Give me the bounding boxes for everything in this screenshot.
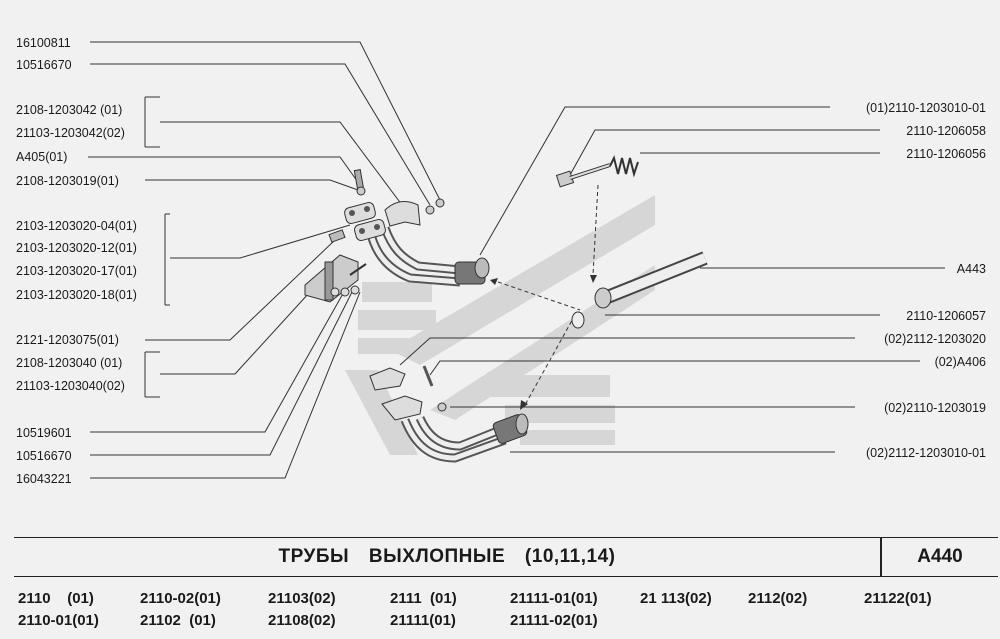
part-label: 2121-1203075(01)	[16, 333, 119, 347]
part-label: 21103-1203040(02)	[16, 379, 125, 393]
model-item: 2110-01(01)	[18, 612, 99, 629]
front-pipe-01	[344, 202, 490, 287]
title-bar: ТРУБЫ ВЫХЛОПНЫЕ (10,11,14) A440	[14, 537, 998, 577]
bracket	[304, 254, 367, 303]
part-label: 2110-1206057	[906, 309, 986, 323]
model-item: 2110-02(01)	[140, 590, 221, 607]
front-pipe-02	[369, 365, 529, 463]
title-divider	[880, 538, 882, 576]
model-item: 21111-01(01)	[510, 590, 598, 607]
model-item: 21102 (01)	[140, 612, 216, 629]
part-label: 16043221	[16, 472, 72, 486]
model-item: 21111(01)	[390, 612, 456, 629]
part-label: 2103-1203020-18(01)	[16, 288, 137, 302]
part-label: 2108-1203019(01)	[16, 174, 119, 188]
part-label: (02)2112-1203020	[884, 332, 986, 346]
model-item: 2110 (01)	[18, 590, 94, 607]
clamp-and-fasteners	[328, 169, 445, 243]
part-label: 10516670	[16, 58, 72, 72]
part-label: 10519601	[16, 426, 72, 440]
part-label: 2103-1203020-17(01)	[16, 264, 137, 278]
part-label: A405(01)	[16, 150, 67, 164]
part-label: 2110-1206058	[906, 124, 986, 138]
part-label: 2103-1203020-04(01)	[16, 219, 137, 233]
assembly-arrows	[497, 184, 599, 406]
part-label: 2108-1203042 (01)	[16, 103, 122, 117]
right-part-labels: (01)2110-1203010-01 2110-1206058 2110-12…	[866, 101, 986, 460]
part-label: (02)A406	[935, 355, 986, 369]
model-item: 2112(02)	[748, 590, 808, 607]
model-item: 21103(02)	[268, 590, 336, 607]
part-label: (02)2110-1203019	[884, 401, 986, 415]
model-item: 21108(02)	[268, 612, 336, 629]
part-label: 2103-1203020-12(01)	[16, 241, 137, 255]
part-label: 10516670	[16, 449, 72, 463]
part-label: 21103-1203042(02)	[16, 126, 125, 140]
left-part-labels: 16100811 10516670 2108-1203042 (01) 2110…	[16, 36, 137, 486]
exhaust-pipes-diagram: 16100811 10516670 2108-1203042 (01) 2110…	[16, 36, 986, 486]
catalog-code: A440	[917, 546, 963, 567]
part-label: (01)2110-1203010-01	[866, 101, 986, 115]
part-label: (02)2112-1203010-01	[866, 446, 986, 460]
page-title: ТРУБЫ ВЫХЛОПНЫЕ (10,11,14)	[278, 546, 616, 567]
left-leader-lines	[88, 41, 441, 479]
bolt-and-spring	[555, 155, 639, 188]
part-label: 2108-1203040 (01)	[16, 356, 122, 370]
model-item: 2111 (01)	[390, 590, 457, 607]
applicable-models: 2110 (01) 2110-01(01) 2110-02(01) 21102 …	[18, 590, 988, 634]
model-item: 21122(01)	[864, 590, 932, 607]
right-leader-lines	[399, 106, 945, 453]
intermediate-pipe	[571, 251, 708, 329]
part-label: 16100811	[16, 36, 71, 50]
model-item: 21 113(02)	[640, 590, 712, 607]
model-item: 21111-02(01)	[510, 612, 598, 629]
part-label: 2110-1206056	[906, 147, 986, 161]
part-label: A443	[957, 262, 986, 276]
